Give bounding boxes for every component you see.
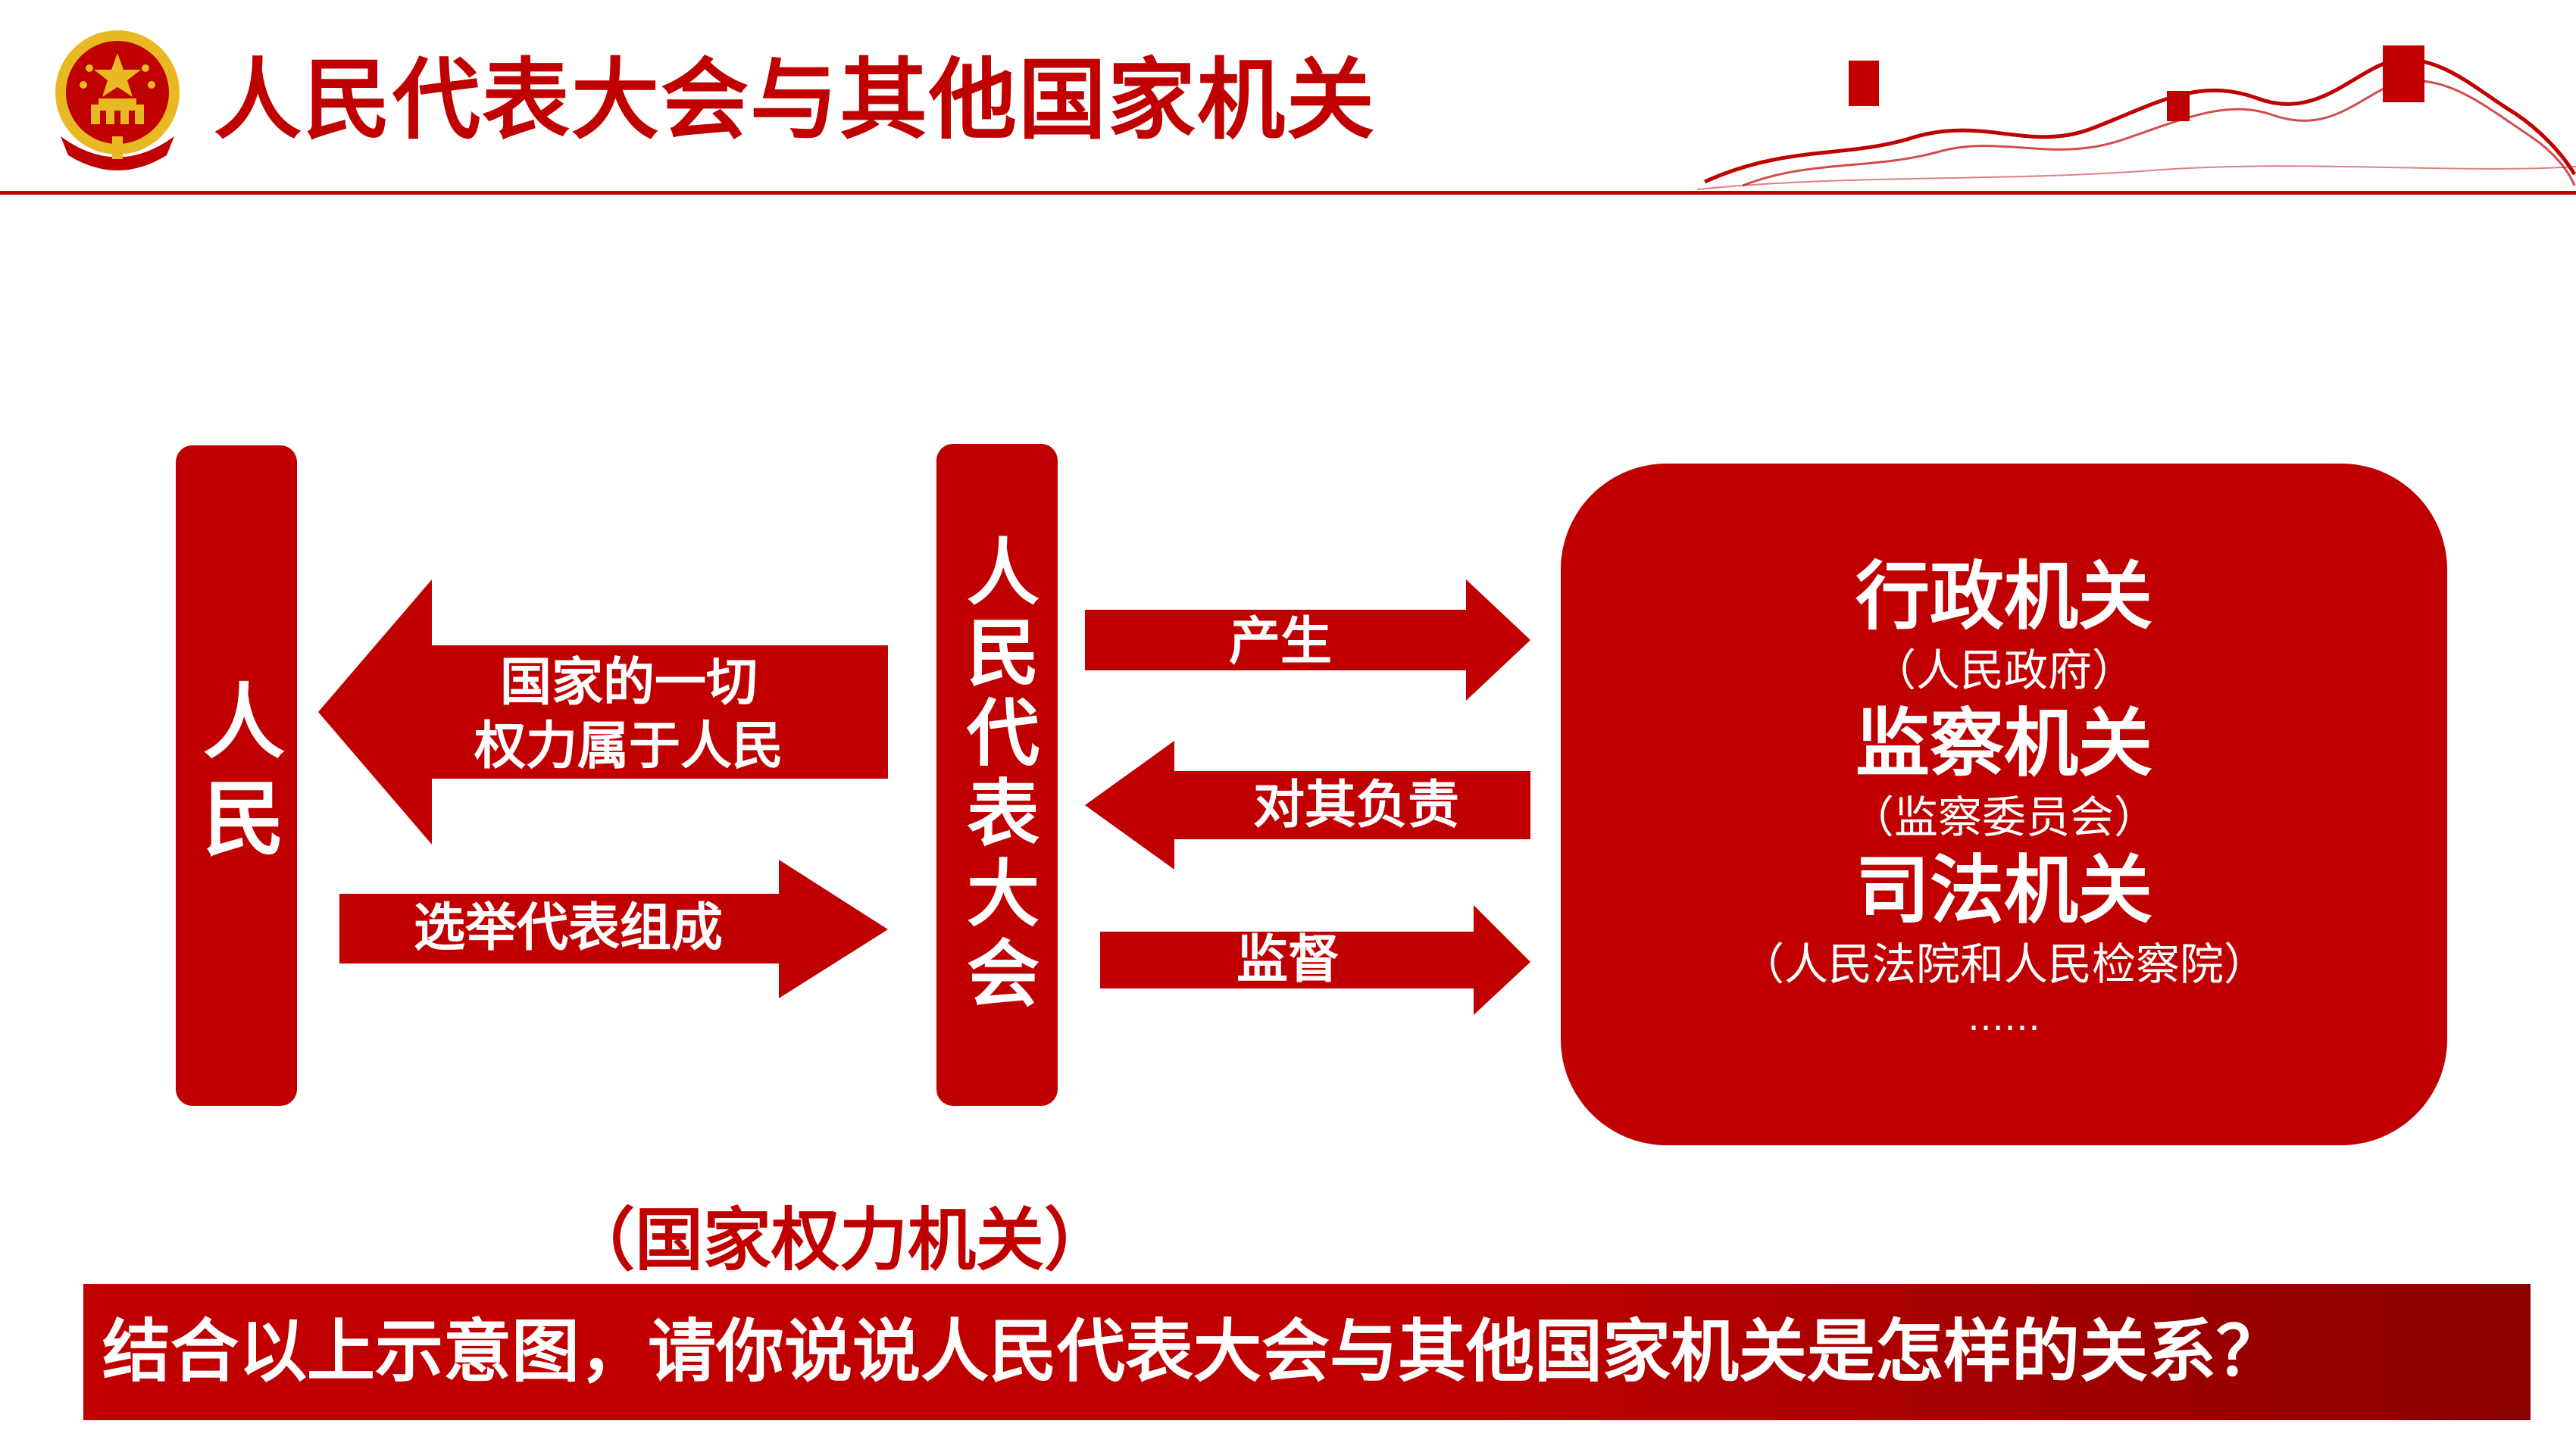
arrow-elect	[339, 860, 888, 998]
power-belongs-line-1: 国家的一切	[499, 653, 758, 713]
arrow-supervise	[1100, 905, 1530, 1015]
organs-ellipsis: ……	[1968, 997, 2040, 1039]
arrow-responsible-label: 对其负责	[1252, 776, 1459, 835]
question-bar	[83, 1284, 2531, 1420]
organ-name-judicial: 司法机关	[1855, 848, 2152, 934]
npc-label: 人民代表大会	[954, 534, 1039, 1016]
arrow-power-belongs	[318, 579, 888, 845]
arrow-elect-label: 选举代表组成	[413, 898, 723, 958]
power-belongs-line-2: 权力属于人民	[474, 717, 783, 776]
people-bar: 人民	[176, 445, 297, 1106]
page-title: 人民代表大会与其他国家机关	[214, 49, 1376, 151]
npc-power-organ-note: （国家权力机关）	[567, 1201, 1112, 1280]
people-label: 人民	[189, 679, 284, 873]
organ-sub-judicial: （人民法院和人民检察院）	[1740, 938, 2268, 990]
arrow-power-belongs-label: 国家的一切 权力属于人民	[424, 651, 833, 779]
npc-bar: 人民代表大会	[936, 444, 1058, 1106]
arrow-responsible	[1085, 741, 1530, 870]
national-emblem-icon	[55, 30, 180, 170]
organ-name-administrative: 行政机关	[1855, 554, 2152, 640]
organ-sub-administrative: （人民政府）	[1871, 645, 2136, 696]
state-organs-box: 行政机关 （人民政府） 监察机关 （监察委员会） 司法机关 （人民法院和人民检察…	[1561, 464, 2447, 1145]
organ-sub-supervisory: （监察委员会）	[1849, 792, 2158, 843]
arrow-produce	[1085, 579, 1530, 701]
question-text: 结合以上示意图，请你说说人民代表大会与其他国家机关是怎样的关系？	[102, 1312, 2284, 1391]
organ-name-supervisory: 监察机关	[1855, 701, 2152, 787]
header-divider	[0, 191, 2576, 195]
arrow-supervise-label: 监督	[1236, 930, 1340, 990]
great-wall-icon	[1697, 45, 2576, 190]
arrow-produce-label: 产生	[1228, 612, 1332, 672]
